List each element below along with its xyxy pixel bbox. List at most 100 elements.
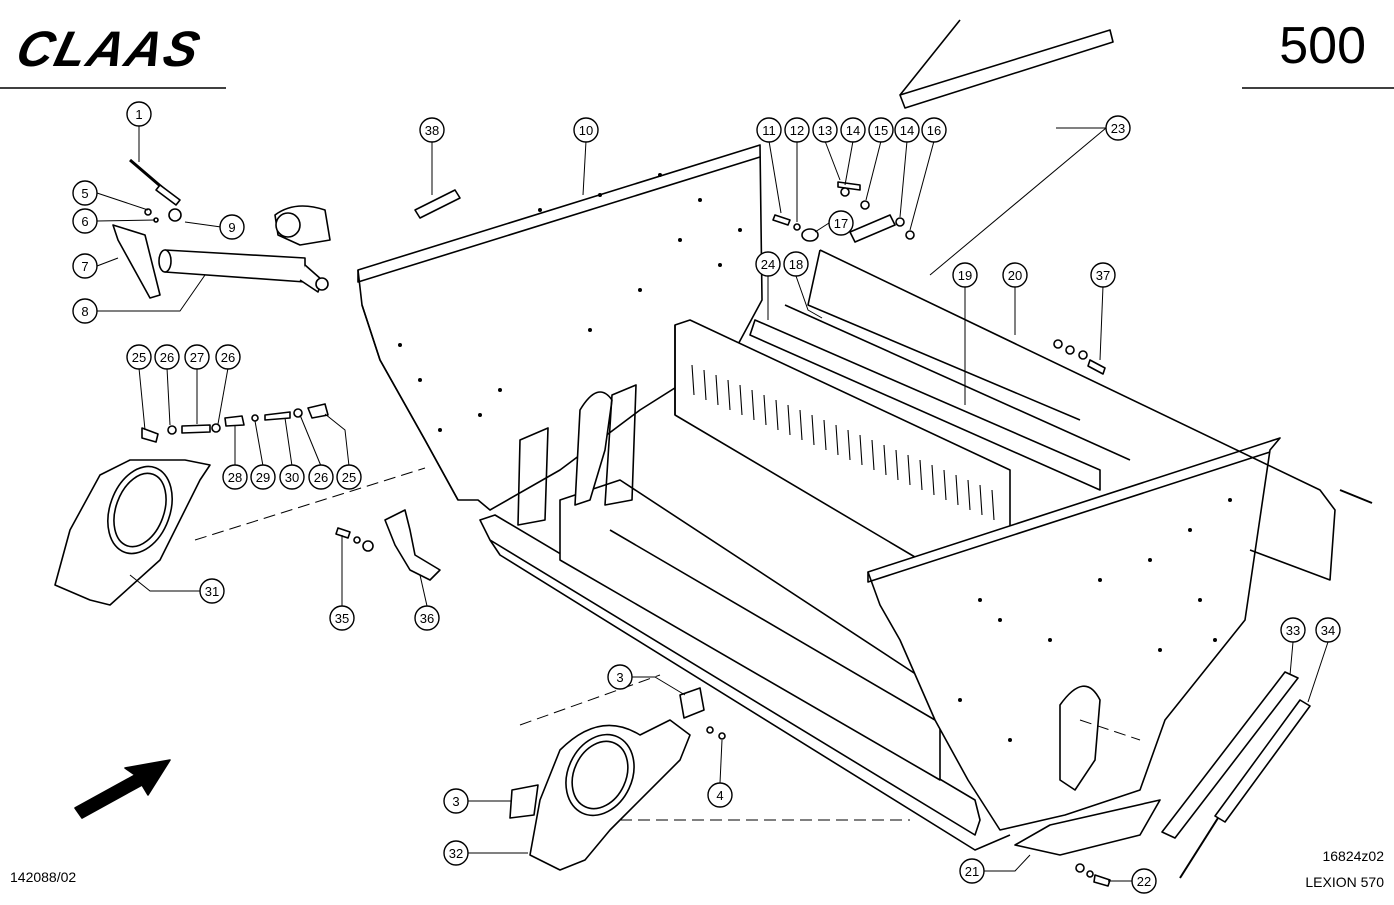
- bracket-36: [335, 509, 441, 581]
- callout-label: 16: [927, 123, 941, 138]
- callout-circle: [1315, 617, 1341, 643]
- callout-circle: [783, 251, 809, 277]
- callout-20: 20: [1002, 262, 1028, 288]
- callout-label: 14: [900, 123, 914, 138]
- callout-circle: [336, 464, 362, 490]
- callout-12: 12: [784, 117, 810, 143]
- callout-27: 27: [184, 344, 210, 370]
- callout-label: 3: [616, 670, 623, 685]
- callout-label: 17: [834, 216, 848, 231]
- callout-circle: [952, 262, 978, 288]
- callout-label: 29: [256, 470, 270, 485]
- callout-19: 19: [952, 262, 978, 288]
- callout-circle: [959, 858, 985, 884]
- callout-label: 11: [762, 123, 776, 138]
- callout-label: 38: [425, 123, 439, 138]
- callout-label: 19: [958, 268, 972, 283]
- rod-assembly: [141, 403, 329, 443]
- callout-label: 21: [965, 864, 979, 879]
- callout-label: 24: [761, 257, 775, 272]
- callout-label: 14: [846, 123, 860, 138]
- callout-circle: [443, 788, 469, 814]
- callout-circle: [72, 208, 98, 234]
- callout-23: 23: [1105, 115, 1131, 141]
- leader-lines: [96, 125, 1329, 882]
- callout-26: 26: [154, 344, 180, 370]
- callout-25: 25: [126, 344, 152, 370]
- callout-label: 5: [81, 186, 88, 201]
- callout-circle: [184, 344, 210, 370]
- callout-circle: [573, 117, 599, 143]
- hydraulic-cylinder-group: [112, 158, 331, 299]
- callout-label: 27: [190, 350, 204, 365]
- drawing-reference-right: 16824z02: [1322, 848, 1384, 864]
- callout-circle: [72, 298, 98, 324]
- callout-circle: [840, 117, 866, 143]
- machine-model: LEXION 570: [1305, 874, 1384, 890]
- callout-label: 26: [160, 350, 174, 365]
- callout-4: 4: [707, 782, 733, 808]
- callout-circle: [279, 464, 305, 490]
- callout-circle: [784, 117, 810, 143]
- callout-7: 7: [72, 253, 98, 279]
- callout-38: 38: [419, 117, 445, 143]
- callout-circle: [199, 578, 225, 604]
- callout-28: 28: [222, 464, 248, 490]
- callout-circle: [868, 117, 894, 143]
- gas-struts: [1161, 671, 1311, 879]
- callout-label: 28: [228, 470, 242, 485]
- callout-3: 3: [443, 788, 469, 814]
- cover-plate-31: [54, 459, 211, 606]
- callout-circle: [72, 253, 98, 279]
- page-number: 500: [1279, 17, 1366, 75]
- callout-35: 35: [329, 605, 355, 631]
- callout-label: 34: [1321, 623, 1335, 638]
- callout-label: 23: [1111, 121, 1125, 136]
- callout-14: 14: [894, 117, 920, 143]
- callout-32: 32: [443, 840, 469, 866]
- callout-label: 33: [1286, 623, 1300, 638]
- callout-circle: [215, 344, 241, 370]
- callout-circle: [419, 117, 445, 143]
- callout-circle: [1002, 262, 1028, 288]
- callout-26: 26: [308, 464, 334, 490]
- drawing-reference-left: 142088/02: [10, 869, 77, 885]
- callout-label: 35: [335, 611, 349, 626]
- callout-circle: [72, 180, 98, 206]
- callout-circle: [812, 117, 838, 143]
- callout-11: 11: [756, 117, 782, 143]
- callout-label: 9: [228, 220, 235, 235]
- callout-label: 31: [205, 584, 219, 599]
- callout-37: 37: [1090, 262, 1116, 288]
- callout-circle: [756, 117, 782, 143]
- callout-label: 8: [81, 304, 88, 319]
- fastener-set-11-17: [772, 181, 1106, 375]
- callout-circle: [414, 605, 440, 631]
- callout-24: 24: [755, 251, 781, 277]
- callout-label: 26: [314, 470, 328, 485]
- callout-33: 33: [1280, 617, 1306, 643]
- callout-label: 3: [452, 794, 459, 809]
- callout-circle: [219, 214, 245, 240]
- callout-29: 29: [250, 464, 276, 490]
- callout-label: 1: [135, 107, 142, 122]
- callout-label: 15: [874, 123, 888, 138]
- callout-circle: [443, 840, 469, 866]
- callout-3: 3: [607, 664, 633, 690]
- callout-circle: [222, 464, 248, 490]
- callout-circle: [329, 605, 355, 631]
- callout-label: 20: [1008, 268, 1022, 283]
- callout-circle: [1131, 868, 1157, 894]
- callout-label: 12: [790, 123, 804, 138]
- callout-circle: [894, 117, 920, 143]
- callout-36: 36: [414, 605, 440, 631]
- callout-circle: [755, 251, 781, 277]
- callout-label: 18: [789, 257, 803, 272]
- callout-label: 6: [81, 214, 88, 229]
- direction-arrow-icon: [74, 759, 171, 819]
- callout-10: 10: [573, 117, 599, 143]
- callout-label: 36: [420, 611, 434, 626]
- callout-circle: [126, 344, 152, 370]
